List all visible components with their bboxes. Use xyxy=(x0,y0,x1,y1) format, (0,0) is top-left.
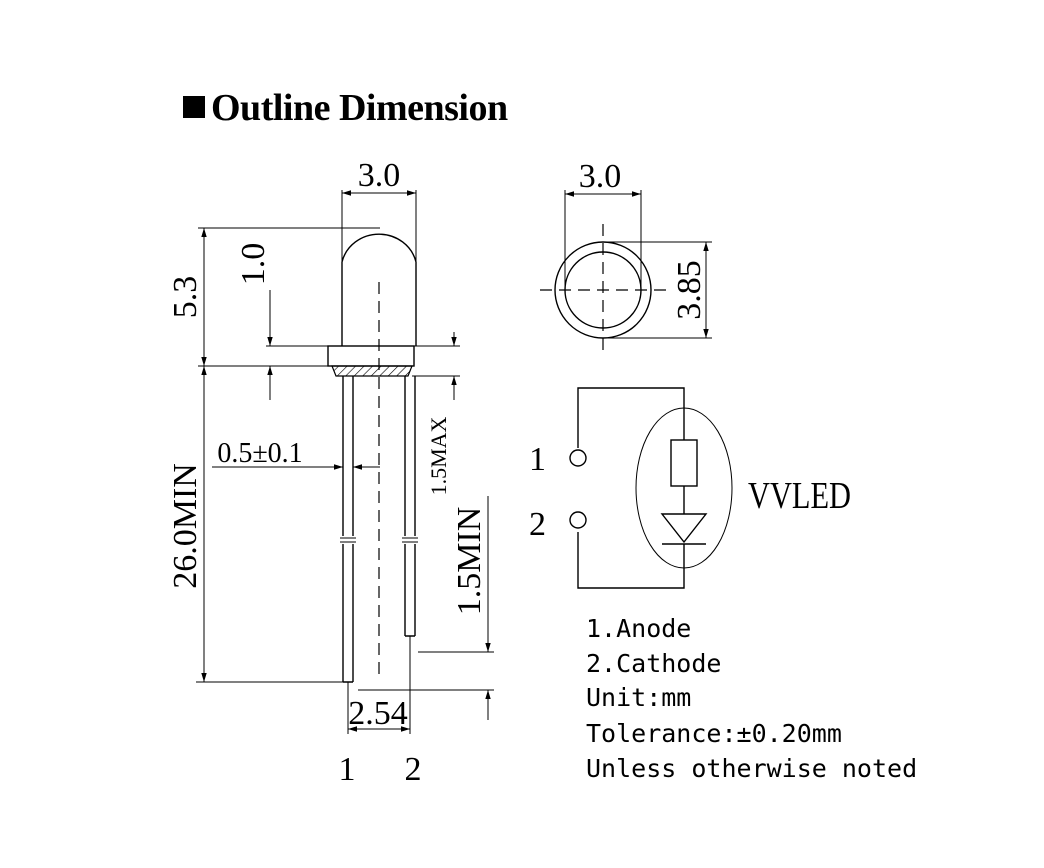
dim-lead-length-label: 26.0MIN xyxy=(167,463,204,589)
title-text: Outline Dimension xyxy=(211,87,508,129)
note-anode: 1.Anode xyxy=(586,614,691,643)
note-unless: Unless otherwise noted xyxy=(586,754,917,783)
component-enclosure xyxy=(635,407,733,569)
lead-1-break xyxy=(340,537,356,543)
dim-lead-width-label: 0.5±0.1 xyxy=(217,438,302,469)
dim-dome-label: 1.0 xyxy=(235,243,272,286)
dim-height-label: 5.3 xyxy=(167,276,204,319)
schematic-pin-1-label: 1 xyxy=(529,441,546,478)
lead-1 xyxy=(342,376,354,683)
resistor-symbol xyxy=(670,439,698,487)
dim-pitch-label: 2.54 xyxy=(348,695,408,732)
wire-bottom xyxy=(577,532,685,589)
top-view: 3.0 3.85 xyxy=(540,158,712,352)
dim-width-label: 3.0 xyxy=(358,157,401,194)
page-title: Outline Dimension xyxy=(183,86,508,130)
schematic: 1 2 VVLED xyxy=(529,387,851,589)
top-dim-width-label: 3.0 xyxy=(579,158,622,195)
wire-top xyxy=(577,387,685,448)
pin-2-label: 2 xyxy=(405,751,422,788)
square-bullet-icon xyxy=(183,96,205,118)
pin-1-terminal xyxy=(569,449,587,467)
schematic-pin-2-label: 2 xyxy=(529,506,546,543)
dim-flange-label: 1.5MAX xyxy=(426,416,451,495)
lead-2-break xyxy=(402,537,418,543)
led-flange xyxy=(327,345,415,367)
notes: 1.Anode 2.Cathode Unit:mm Tolerance:±0.2… xyxy=(586,614,917,783)
dim-lead-offset-label: 1.5MIN xyxy=(451,507,488,616)
pin-2-terminal xyxy=(569,511,587,529)
diode-symbol xyxy=(660,513,708,544)
pin-1-label: 1 xyxy=(339,751,356,788)
note-tolerance: Tolerance:±0.20mm xyxy=(586,719,842,748)
part-label: VVLED xyxy=(748,475,851,517)
led-body xyxy=(341,233,417,346)
base-hatch xyxy=(331,365,413,377)
lead-2 xyxy=(404,376,416,637)
side-view: 3.0 5.3 1.0 26.0MIN 0.5±0.1 1.5MAX 1.5MI… xyxy=(167,157,494,788)
top-dim-diameter-label: 3.85 xyxy=(671,260,708,320)
note-cathode: 2.Cathode xyxy=(586,649,721,678)
note-unit: Unit:mm xyxy=(586,683,691,712)
